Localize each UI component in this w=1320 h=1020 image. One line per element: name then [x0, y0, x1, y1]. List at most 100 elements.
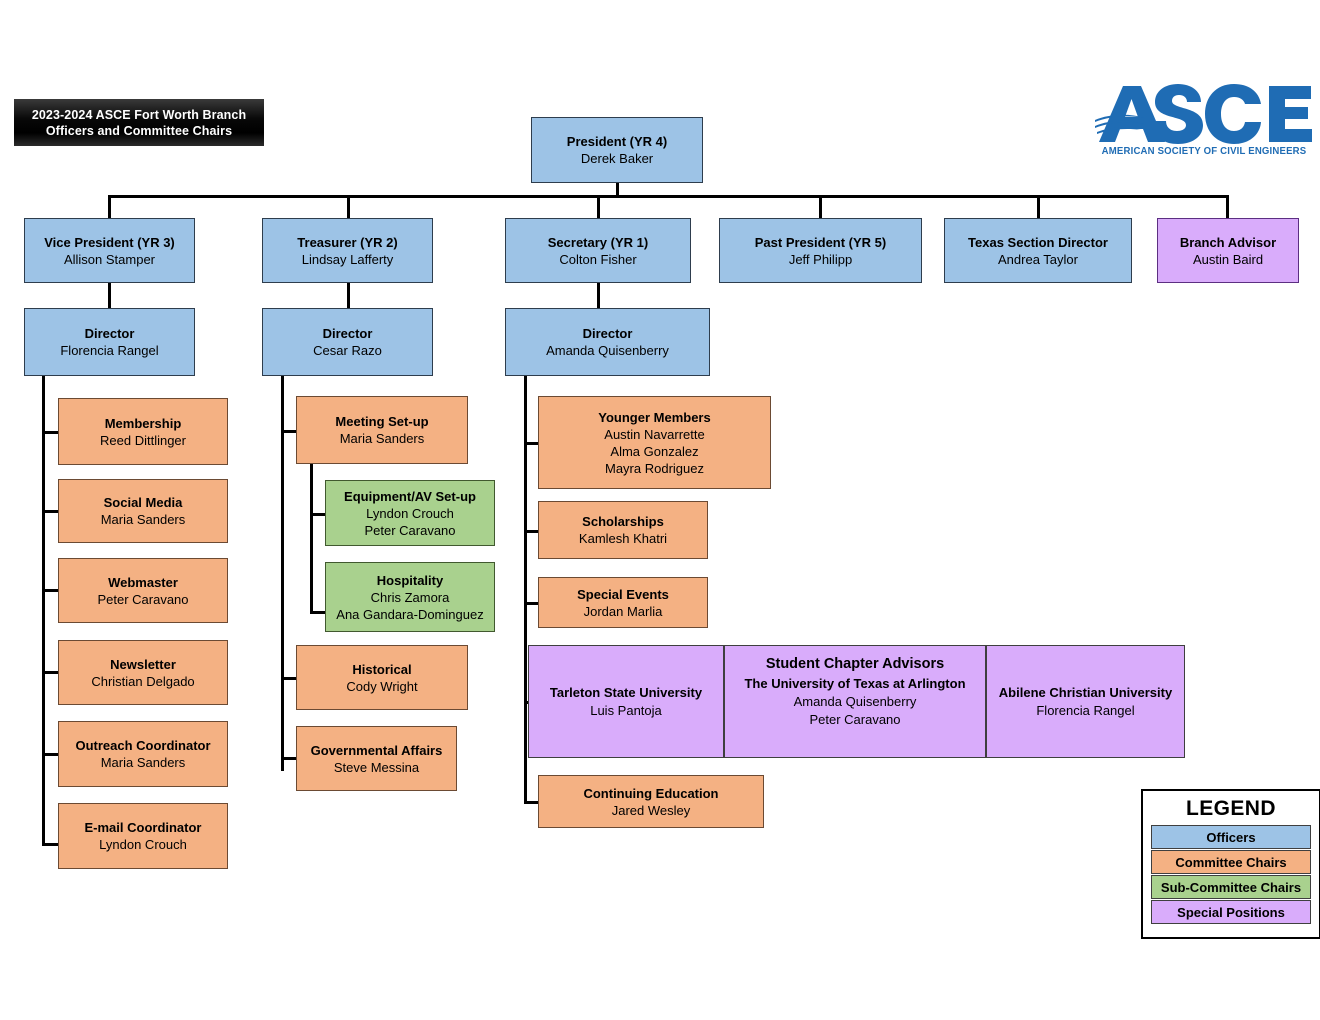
legend-label: Special Positions: [1177, 904, 1285, 920]
node-title: Texas Section Director: [968, 234, 1108, 250]
node-name: Jeff Philipp: [788, 251, 853, 267]
school-name: Tarleton State University: [549, 684, 703, 700]
connector-drop-secretary: [597, 195, 600, 218]
node-name-1: Lyndon Crouch: [366, 505, 454, 521]
asce-logo: AMERICAN SOCIETY OF CIVIL ENGINEERS: [1093, 80, 1315, 172]
group-student-chapter-advisors[interactable]: Tarleton State University Luis Pantoja S…: [528, 645, 1185, 758]
node-past-president[interactable]: Past President (YR 5) Jeff Philipp: [719, 218, 922, 283]
node-email-coordinator[interactable]: E-mail Coordinator Lyndon Crouch: [58, 803, 228, 869]
connector-stub-continuing-education: [524, 801, 540, 804]
legend-swatch-officers: Officers: [1151, 825, 1311, 849]
school-name: The University of Texas at Arlington: [744, 676, 966, 691]
legend-swatch-sub-committee-chairs: Sub-Committee Chairs: [1151, 875, 1311, 899]
node-name: Austin Baird: [1192, 251, 1264, 267]
node-governmental-affairs[interactable]: Governmental Affairs Steve Messina: [296, 726, 457, 791]
connector-stub-younger-members: [524, 442, 540, 445]
node-name: Kamlesh Khatri: [578, 531, 668, 546]
node-outreach-coordinator[interactable]: Outreach Coordinator Maria Sanders: [58, 721, 228, 787]
node-name: Christian Delgado: [91, 673, 195, 689]
node-texas-section-director[interactable]: Texas Section Director Andrea Taylor: [944, 218, 1132, 283]
legend-swatch-committee-chairs: Committee Chairs: [1151, 850, 1311, 874]
node-director-rangel[interactable]: Director Florencia Rangel: [24, 308, 195, 376]
node-webmaster[interactable]: Webmaster Peter Caravano: [58, 558, 228, 623]
node-title: Hospitality: [376, 572, 444, 588]
node-title: Historical: [352, 661, 412, 677]
legend-swatch-special-positions: Special Positions: [1151, 900, 1311, 924]
node-name: Andrea Taylor: [998, 251, 1078, 267]
node-name-3: Mayra Rodriguez: [605, 460, 704, 476]
pane-tarleton-state-university[interactable]: Tarleton State University Luis Pantoja: [528, 645, 724, 758]
node-title: Governmental Affairs: [310, 742, 443, 758]
node-name-2: Peter Caravano: [364, 522, 456, 538]
advisor-name-2: Peter Caravano: [809, 712, 901, 727]
node-membership[interactable]: Membership Reed Dittlinger: [58, 398, 228, 465]
legend-label: Committee Chairs: [1175, 854, 1287, 870]
legend-title: LEGEND: [1186, 797, 1276, 820]
advisor-name-1: Luis Pantoja: [590, 702, 662, 718]
pane-abilene-christian-university[interactable]: Abilene Christian University Florencia R…: [986, 645, 1185, 758]
advisor-name-1: Florencia Rangel: [1036, 702, 1135, 718]
node-title: Continuing Education: [583, 785, 719, 801]
node-title: Director: [84, 326, 135, 341]
node-title: Past President (YR 5): [754, 234, 887, 250]
node-title: Secretary (YR 1): [547, 234, 649, 250]
node-title: Director: [582, 326, 633, 341]
node-president[interactable]: President (YR 4) Derek Baker: [531, 117, 703, 183]
legend-label: Sub-Committee Chairs: [1160, 879, 1302, 895]
node-newsletter[interactable]: Newsletter Christian Delgado: [58, 640, 228, 705]
connector-sub-trunk: [310, 464, 313, 614]
connector-drop-texas-section-director: [1037, 195, 1040, 218]
connector-stub-hospitality: [310, 611, 326, 614]
node-name-2: Ana Gandara-Dominguez: [336, 606, 484, 622]
node-name: Allison Stamper: [63, 251, 156, 267]
connector-stub-membership: [42, 431, 59, 434]
connector-stub-newsletter: [42, 671, 59, 674]
connector-mid-trunk: [281, 376, 284, 771]
node-hospitality[interactable]: Hospitality Chris Zamora Ana Gandara-Dom…: [325, 562, 495, 632]
node-secretary[interactable]: Secretary (YR 1) Colton Fisher: [505, 218, 691, 283]
node-title: Equipment/AV Set-up: [344, 488, 476, 504]
node-title: Membership: [104, 415, 182, 431]
node-title: E-mail Coordinator: [84, 820, 202, 835]
node-equipment-av-setup[interactable]: Equipment/AV Set-up Lyndon Crouch Peter …: [325, 480, 495, 546]
chart-title-line-2: Officers and Committee Chairs: [45, 123, 233, 138]
node-meeting-setup[interactable]: Meeting Set-up Maria Sanders: [296, 396, 468, 464]
connector-stub-outreach: [42, 753, 59, 756]
connector-stub-scholarships: [524, 530, 540, 533]
chart-title-line-1: 2023-2024 ASCE Fort Worth Branch: [31, 107, 247, 122]
node-title: Special Events: [577, 586, 669, 602]
asce-wordmark-icon: [1095, 84, 1312, 144]
node-name: Maria Sanders: [339, 431, 425, 446]
school-name: Abilene Christian University: [998, 684, 1173, 700]
connector-drop-branch-advisor: [1226, 195, 1229, 218]
node-director-quisenberry[interactable]: Director Amanda Quisenberry: [505, 308, 710, 376]
node-special-events[interactable]: Special Events Jordan Marlia: [538, 577, 708, 628]
group-title: Student Chapter Advisors: [765, 656, 945, 672]
node-continuing-education[interactable]: Continuing Education Jared Wesley: [538, 775, 764, 828]
node-name: Lyndon Crouch: [99, 837, 187, 852]
connector-treasurer-to-director: [347, 283, 350, 308]
node-younger-members[interactable]: Younger Members Austin Navarrette Alma G…: [538, 396, 771, 489]
node-branch-advisor[interactable]: Branch Advisor Austin Baird: [1157, 218, 1299, 283]
node-director-razo[interactable]: Director Cesar Razo: [262, 308, 433, 376]
node-name: Peter Caravano: [97, 591, 189, 607]
node-name: Steve Messina: [333, 759, 420, 775]
node-title: Social Media: [103, 495, 183, 510]
node-social-media[interactable]: Social Media Maria Sanders: [58, 479, 228, 543]
node-name: Maria Sanders: [100, 755, 186, 770]
node-title: Younger Members: [598, 409, 711, 425]
connector-stub-special-events: [524, 602, 540, 605]
node-title: Meeting Set-up: [335, 414, 429, 429]
connector-drop-vice-president: [108, 195, 111, 218]
connector-vp-to-director: [108, 283, 111, 308]
node-scholarships[interactable]: Scholarships Kamlesh Khatri: [538, 501, 708, 559]
node-title: Vice President (YR 3): [44, 234, 175, 250]
node-vice-president[interactable]: Vice President (YR 3) Allison Stamper: [24, 218, 195, 283]
node-name: Colton Fisher: [559, 251, 637, 267]
connector-drop-treasurer: [347, 195, 350, 218]
node-name: Jared Wesley: [611, 802, 691, 818]
node-treasurer[interactable]: Treasurer (YR 2) Lindsay Lafferty: [262, 218, 433, 283]
connector-secretary-to-director: [597, 283, 600, 308]
node-historical[interactable]: Historical Cody Wright: [296, 645, 468, 710]
pane-university-of-texas-at-arlington[interactable]: Student Chapter Advisors The University …: [724, 645, 986, 758]
